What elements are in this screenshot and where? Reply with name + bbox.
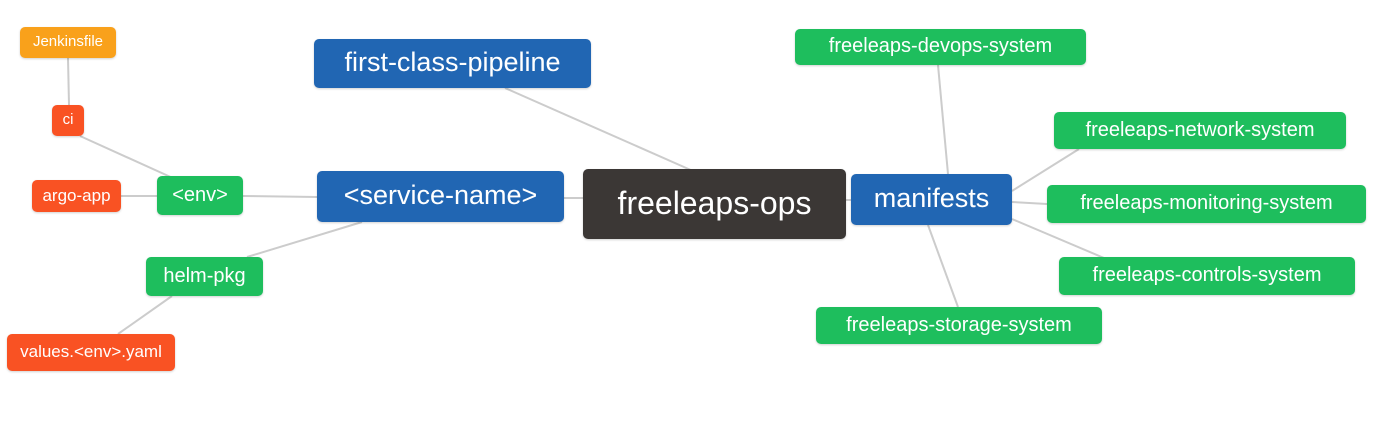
- node-env[interactable]: <env>: [157, 176, 243, 215]
- node-label: <env>: [172, 183, 228, 206]
- node-helm-pkg[interactable]: helm-pkg: [146, 257, 263, 296]
- node-label: Jenkinsfile: [32, 33, 104, 50]
- node-label: <service-name>: [343, 180, 538, 210]
- edge-env-to-service-name: [242, 195, 318, 198]
- node-freeleaps-network-system[interactable]: freeleaps-network-system: [1054, 112, 1346, 149]
- node-label: freeleaps-network-system: [1085, 118, 1315, 141]
- node-freeleaps-storage-system[interactable]: freeleaps-storage-system: [816, 307, 1102, 344]
- node-label: ci: [62, 111, 74, 128]
- node-freeleaps-controls-system[interactable]: freeleaps-controls-system: [1059, 257, 1355, 295]
- edge-manifests-to-freeleaps-monitoring-system: [1011, 201, 1048, 205]
- edge-manifests-to-freeleaps-controls-system: [1011, 218, 1105, 259]
- node-label: first-class-pipeline: [344, 47, 561, 77]
- node-label: freeleaps-monitoring-system: [1080, 192, 1333, 214]
- node-jenkinsfile[interactable]: Jenkinsfile: [20, 27, 116, 58]
- node-argo-app[interactable]: argo-app: [32, 180, 121, 212]
- edge-values-env-yaml-to-helm-pkg: [117, 295, 173, 335]
- node-freeleaps-devops-system[interactable]: freeleaps-devops-system: [795, 29, 1086, 65]
- node-label: argo-app: [42, 185, 111, 205]
- edge-ci-to-env: [79, 135, 176, 180]
- node-freeleaps-ops[interactable]: freeleaps-ops: [583, 169, 846, 239]
- node-manifests[interactable]: manifests: [851, 174, 1012, 225]
- node-first-class-pipeline[interactable]: first-class-pipeline: [314, 39, 591, 88]
- node-label: freeleaps-devops-system: [828, 35, 1053, 57]
- edge-manifests-to-freeleaps-storage-system: [927, 224, 959, 308]
- node-freeleaps-monitoring-system[interactable]: freeleaps-monitoring-system: [1047, 185, 1366, 223]
- node-label: helm-pkg: [163, 264, 246, 287]
- edge-helm-pkg-to-service-name: [246, 221, 363, 258]
- node-service-name[interactable]: <service-name>: [317, 171, 564, 222]
- node-label: manifests: [873, 183, 990, 213]
- edge-manifests-to-freeleaps-devops-system: [937, 64, 949, 175]
- node-label: freeleaps-controls-system: [1092, 264, 1322, 286]
- edge-first-class-pipeline-to-freeleaps-ops: [504, 87, 694, 172]
- node-label: freeleaps-ops: [617, 185, 812, 221]
- node-ci[interactable]: ci: [52, 105, 84, 136]
- node-label: values.<env>.yaml: [20, 342, 162, 361]
- node-values-env-yaml[interactable]: values.<env>.yaml: [7, 334, 175, 371]
- edge-jenkinsfile-to-ci: [67, 57, 70, 106]
- node-label: freeleaps-storage-system: [846, 313, 1072, 336]
